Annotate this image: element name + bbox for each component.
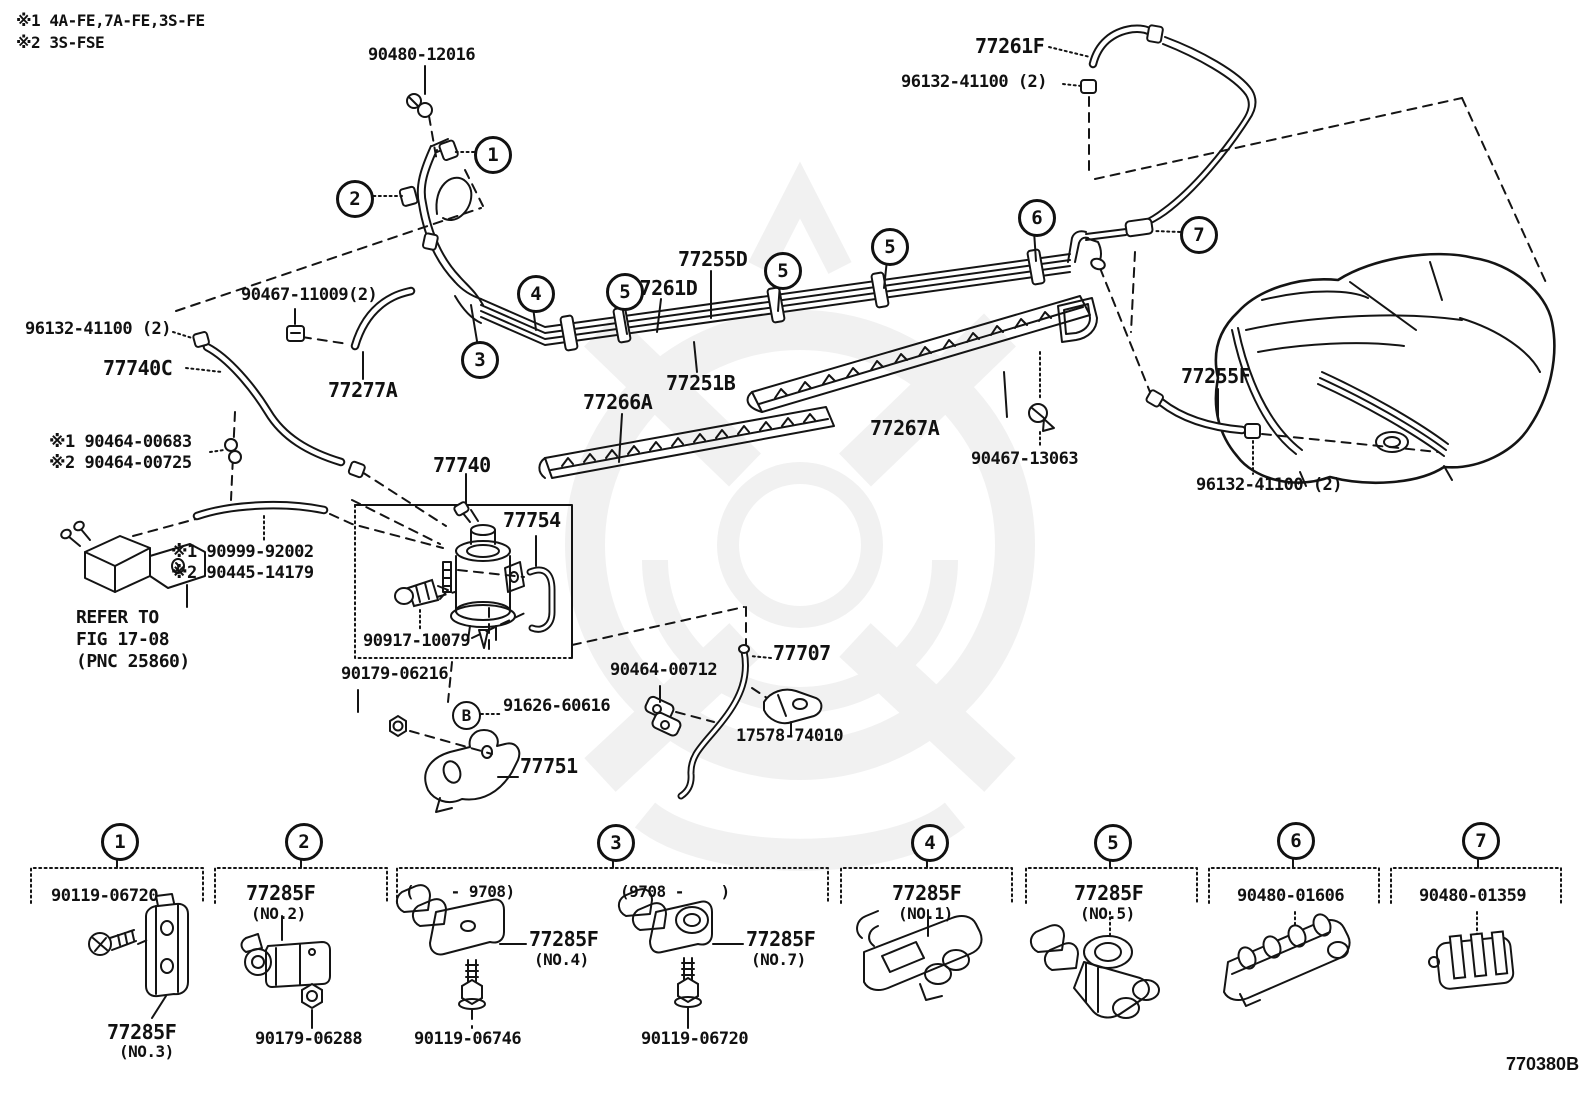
s5-part-label: 77285F bbox=[1074, 881, 1144, 905]
part-label-77740: 77740 bbox=[433, 453, 491, 477]
part-label-91626-60616: 91626-60616 bbox=[503, 696, 611, 716]
s5-part-no: (NO.5) bbox=[1080, 904, 1135, 923]
callout-2: 2 bbox=[336, 180, 374, 218]
part-label-77751: 77751 bbox=[520, 754, 578, 778]
part-label-96132-41100-right: 96132-41100 (2) bbox=[1196, 475, 1343, 495]
part-label-90464-00683: ※1 90464-00683 bbox=[49, 432, 192, 452]
callout-b: B bbox=[452, 701, 481, 730]
callout-4: 4 bbox=[517, 275, 555, 313]
refer-note-line2: FIG 17-08 bbox=[76, 629, 170, 650]
callout-5c: 5 bbox=[871, 228, 909, 266]
callout-5a: 5 bbox=[606, 273, 644, 311]
section-3-callout: 3 bbox=[597, 824, 635, 862]
s3-range-early: ( - 9708) bbox=[405, 882, 515, 901]
s3-bolt-a-label: 90119-06746 bbox=[414, 1029, 522, 1049]
part-label-17578-74010: 17578-74010 bbox=[736, 726, 844, 746]
refer-note-line3: (PNC 25860) bbox=[76, 651, 190, 672]
protector-plate-77266a bbox=[538, 406, 835, 479]
main-pipe-bundle bbox=[480, 248, 1071, 352]
bottom-section-brackets bbox=[30, 853, 1562, 904]
part-label-90445-14179: ※2 90445-14179 bbox=[171, 563, 314, 583]
pipe-77707-area bbox=[644, 644, 823, 800]
part-label-77255f: 77255F bbox=[1181, 364, 1251, 388]
part-label-90480-12016: 90480-12016 bbox=[368, 45, 476, 65]
part-label-77266a: 77266A bbox=[583, 390, 653, 414]
callout-5b: 5 bbox=[764, 252, 802, 290]
bottom-section-parts bbox=[88, 884, 1515, 1029]
section-2-callout: 2 bbox=[285, 823, 323, 861]
section-6-callout: 6 bbox=[1277, 822, 1315, 860]
refer-note-line1: REFER TO bbox=[76, 607, 159, 628]
s1-bolt-label: 90119-06720 bbox=[51, 886, 159, 906]
s2-part-no: (NO.2) bbox=[251, 904, 306, 923]
leader-lines bbox=[172, 46, 1254, 778]
hose-90999 bbox=[192, 500, 329, 521]
s6-part-label: 90480-01606 bbox=[1237, 886, 1345, 906]
s3-range-late: (9708 - ) bbox=[620, 882, 730, 901]
diagram-code: 770380B bbox=[1506, 1054, 1580, 1074]
hose-77740c bbox=[192, 331, 366, 479]
callout-3: 3 bbox=[461, 341, 499, 379]
part-label-77261f: 77261F bbox=[975, 34, 1045, 58]
s3-bolt-b-label: 90119-06720 bbox=[641, 1029, 749, 1049]
construction-dashed-lines bbox=[132, 96, 1549, 755]
fuel-tank-drawing bbox=[1214, 252, 1556, 487]
s4-part-no: (NO.1) bbox=[898, 904, 953, 923]
s1-part-no: (NO.3) bbox=[119, 1042, 174, 1061]
callout-6: 6 bbox=[1018, 199, 1056, 237]
protector-plate-77267a bbox=[746, 295, 1098, 432]
part-label-77740c: 77740C bbox=[103, 356, 173, 380]
callout-1: 1 bbox=[474, 136, 512, 174]
part-label-77277a: 77277A bbox=[328, 378, 398, 402]
callout-7: 7 bbox=[1180, 216, 1218, 254]
hose-77255f bbox=[1145, 389, 1261, 439]
s4-part-label: 77285F bbox=[892, 881, 962, 905]
part-label-77707: 77707 bbox=[773, 641, 831, 665]
part-label-90464-00725: ※2 90464-00725 bbox=[49, 453, 192, 473]
part-label-90467-11009: 90467-11009(2) bbox=[241, 285, 378, 305]
part-label-96132-41100-top: 96132-41100 (2) bbox=[901, 72, 1048, 92]
part-label-77754: 77754 bbox=[503, 508, 561, 532]
part-label-77251b: 77251B bbox=[666, 371, 736, 395]
vsv-connector bbox=[60, 520, 206, 593]
part-label-90179-06216: 90179-06216 bbox=[341, 664, 449, 684]
s3-part-a-label: 77285F bbox=[529, 927, 599, 951]
section-5-callout: 5 bbox=[1094, 824, 1132, 862]
rear-pipes bbox=[1067, 24, 1257, 271]
s3-part-b-no: (NO.7) bbox=[751, 950, 806, 969]
fuel-filter-box bbox=[354, 501, 573, 659]
s2-nut-label: 90179-06288 bbox=[255, 1029, 363, 1049]
part-label-90999-92002: ※1 90999-92002 bbox=[171, 542, 314, 562]
part-label-77267a: 77267A bbox=[870, 416, 940, 440]
part-label-90467-13063: 90467-13063 bbox=[971, 449, 1079, 469]
s1-part-label: 77285F bbox=[107, 1020, 177, 1044]
section-4-callout: 4 bbox=[911, 824, 949, 862]
part-label-77255d: 77255D bbox=[678, 247, 748, 271]
s7-part-label: 90480-01359 bbox=[1419, 886, 1527, 906]
note-engines-1: ※1 4A-FE,7A-FE,3S-FE bbox=[16, 11, 205, 30]
hose-77277a bbox=[286, 286, 416, 351]
bracket-77751-area bbox=[389, 714, 521, 813]
pipe-cluster-front bbox=[398, 93, 484, 324]
part-label-77261d: 77261D bbox=[628, 276, 698, 300]
part-label-96132-41100-left: 96132-41100 (2) bbox=[25, 319, 172, 339]
section-1-callout: 1 bbox=[101, 823, 139, 861]
s3-part-b-label: 77285F bbox=[746, 927, 816, 951]
s2-part-label: 77285F bbox=[246, 881, 316, 905]
part-label-90917-10079: 90917-10079 bbox=[363, 631, 471, 651]
part-label-90464-00712: 90464-00712 bbox=[610, 660, 718, 680]
s3-part-a-no: (NO.4) bbox=[534, 950, 589, 969]
section-7-callout: 7 bbox=[1462, 822, 1500, 860]
note-engines-2: ※2 3S-FSE bbox=[16, 33, 105, 52]
